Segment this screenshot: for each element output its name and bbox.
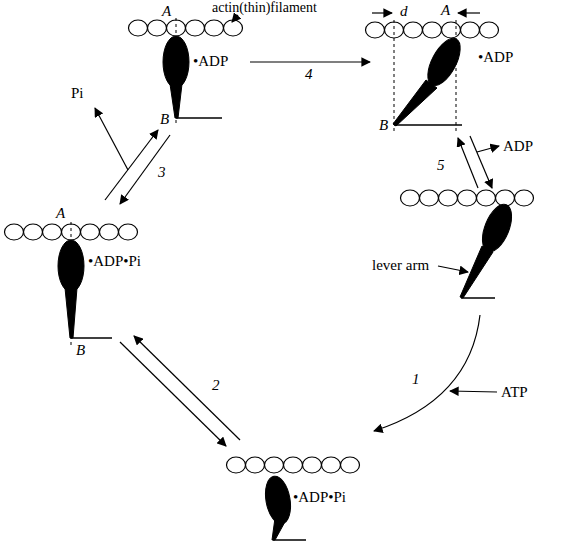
point-label: A	[441, 3, 450, 18]
myosin-heads	[58, 33, 517, 540]
part-label: lever arm	[372, 258, 429, 273]
state-label: •ADP	[193, 54, 228, 69]
state-label: •ADP•Pi	[293, 490, 346, 505]
point-label: B	[160, 112, 169, 127]
state-label: •ADP	[478, 50, 513, 65]
filament-label: actin(thin)filament	[212, 1, 317, 15]
substrate-label: ATP	[501, 385, 528, 400]
point-label: B	[76, 343, 85, 358]
distance-label: d	[400, 4, 408, 19]
cycle-arrows	[95, 13, 499, 446]
step-number: 3	[158, 165, 166, 180]
point-label: B	[379, 118, 388, 133]
step-number: 4	[305, 67, 313, 82]
state-label: •ADP•Pi	[88, 254, 141, 269]
point-label: A	[162, 4, 171, 19]
product-label: ADP	[503, 139, 533, 154]
point-label: A	[56, 206, 65, 221]
product-label: Pi	[71, 86, 84, 101]
step-number: 5	[437, 158, 445, 173]
reference-lines	[71, 18, 456, 348]
step-number: 2	[212, 378, 220, 393]
actin-filaments	[5, 20, 534, 473]
step-number: 1	[412, 372, 420, 387]
